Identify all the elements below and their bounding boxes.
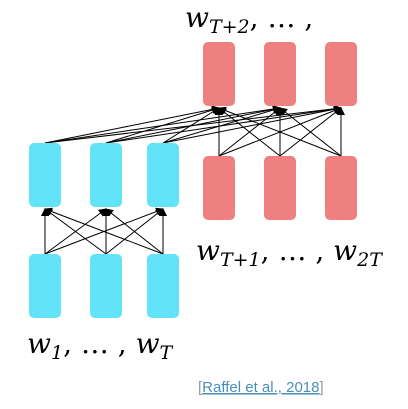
decoder-output-layer <box>203 42 357 106</box>
decoder-output-subscript: T+2 <box>209 16 250 38</box>
decoder-input-w1: w <box>196 234 220 267</box>
encoder-hidden-layer <box>29 143 179 207</box>
decoder-input-w2: w <box>333 234 357 267</box>
decoder-output-block <box>325 42 357 106</box>
decoder-connection-arrow <box>279 107 342 157</box>
cross-attention-arrow <box>44 105 220 144</box>
encoder-connection-arrow <box>44 207 164 255</box>
cross-attention-arrow <box>162 106 281 144</box>
cross-attention-arrow <box>105 106 220 144</box>
arrows <box>41 104 345 255</box>
decoder-input-block <box>325 156 357 220</box>
encoder-input-block <box>29 254 61 318</box>
decoder-output-block <box>203 42 235 106</box>
decoder-output-label: wT+2, … , <box>185 1 313 38</box>
decoder-output-tail: , … , <box>250 1 314 34</box>
encoder-hidden-block <box>90 143 122 207</box>
decoder-output-block <box>264 42 296 106</box>
encoder-input-block <box>90 254 122 318</box>
encoder-connection-arrow <box>105 208 164 255</box>
decoder-input-layer <box>203 156 357 220</box>
decoder-input-block <box>203 156 235 220</box>
decoder-output-w: w <box>185 1 209 34</box>
citation: [Raffel et al., 2018] <box>198 379 324 396</box>
decoder-input-subscript1: T+1 <box>220 249 261 271</box>
decoder-input-label: wT+1, … , w2T <box>196 234 383 271</box>
encoder-input-subscript2: T <box>160 342 174 364</box>
encoder-input-w1: w <box>27 327 51 360</box>
citation-open-bracket: [ <box>198 379 203 396</box>
encoder-hidden-block <box>29 143 61 207</box>
encoder-input-w2: w <box>136 327 160 360</box>
citation-link[interactable]: Raffel et al., 2018 <box>202 379 319 396</box>
decoder-input-mid: , … , <box>261 234 334 267</box>
decoder-input-subscript2: 2T <box>356 249 383 271</box>
cross-attention-arrow <box>162 107 220 144</box>
encoder-input-mid: , … , <box>63 327 136 360</box>
decoder-input-block <box>264 156 296 220</box>
encoder-input-subscript1: 1 <box>51 342 63 364</box>
decoder-connection-arrow <box>218 106 342 157</box>
encoder-input-block <box>147 254 179 318</box>
encoder-input-layer <box>29 254 179 318</box>
cross-attention-arrow <box>162 105 342 144</box>
citation-close-bracket: ] <box>319 379 323 396</box>
encoder-connection-arrow <box>44 208 107 255</box>
cross-attention-arrow <box>105 105 281 144</box>
cross-attention-arrow <box>105 105 342 144</box>
encoder-hidden-block <box>147 143 179 207</box>
encoder-input-label: w1, … , wT <box>27 327 174 364</box>
decoder-connection-arrow <box>218 107 281 157</box>
